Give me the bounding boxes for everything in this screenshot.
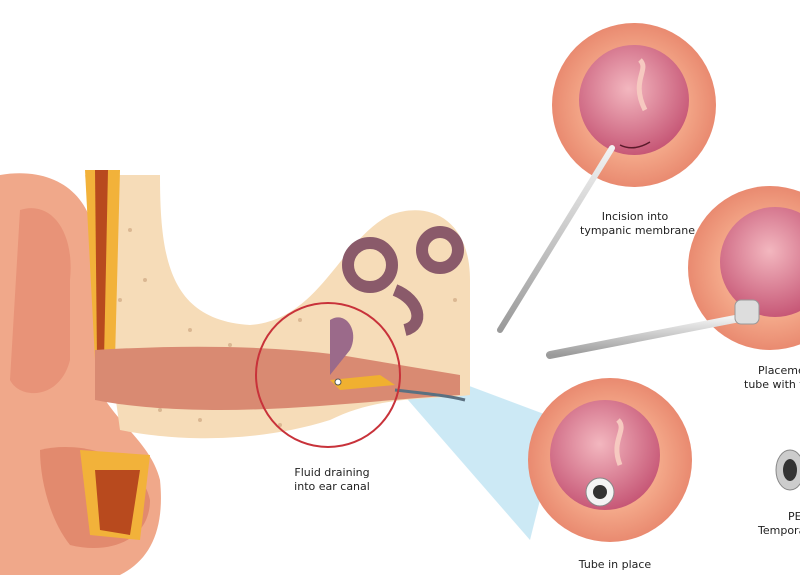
highlight-circle (255, 302, 401, 448)
tube-in-place (528, 378, 692, 542)
label-tube-in-place: Tube in place (578, 558, 652, 571)
label-line: Incision into (601, 210, 669, 223)
label-line: tube with f (744, 378, 800, 391)
eardrum-incision (497, 23, 716, 333)
label-line: Placemen (758, 364, 800, 377)
ear-canal (95, 346, 460, 410)
label-line: PE (788, 510, 800, 523)
tube-placement (546, 186, 800, 359)
label-placement: Placemen tube with f (744, 364, 800, 392)
eustachian-tube (394, 388, 466, 402)
cochlea-semicircular-canals (342, 226, 464, 336)
label-fluid-draining: Fluid draining into ear canal (282, 466, 382, 494)
label-line: Tempora (758, 524, 800, 537)
label-pe-tube: PE Tempora (758, 510, 800, 538)
magnify-beam (395, 360, 560, 540)
label-line: into ear canal (294, 480, 370, 493)
ossicles (330, 317, 354, 375)
label-line: Fluid draining (294, 466, 370, 479)
label-line: tympanic membrane (580, 224, 696, 237)
fluid (330, 375, 395, 390)
pe-tube-icon (775, 449, 800, 491)
label-incision: Incision into tympanic membrane (580, 210, 696, 238)
cartilage (80, 170, 150, 540)
